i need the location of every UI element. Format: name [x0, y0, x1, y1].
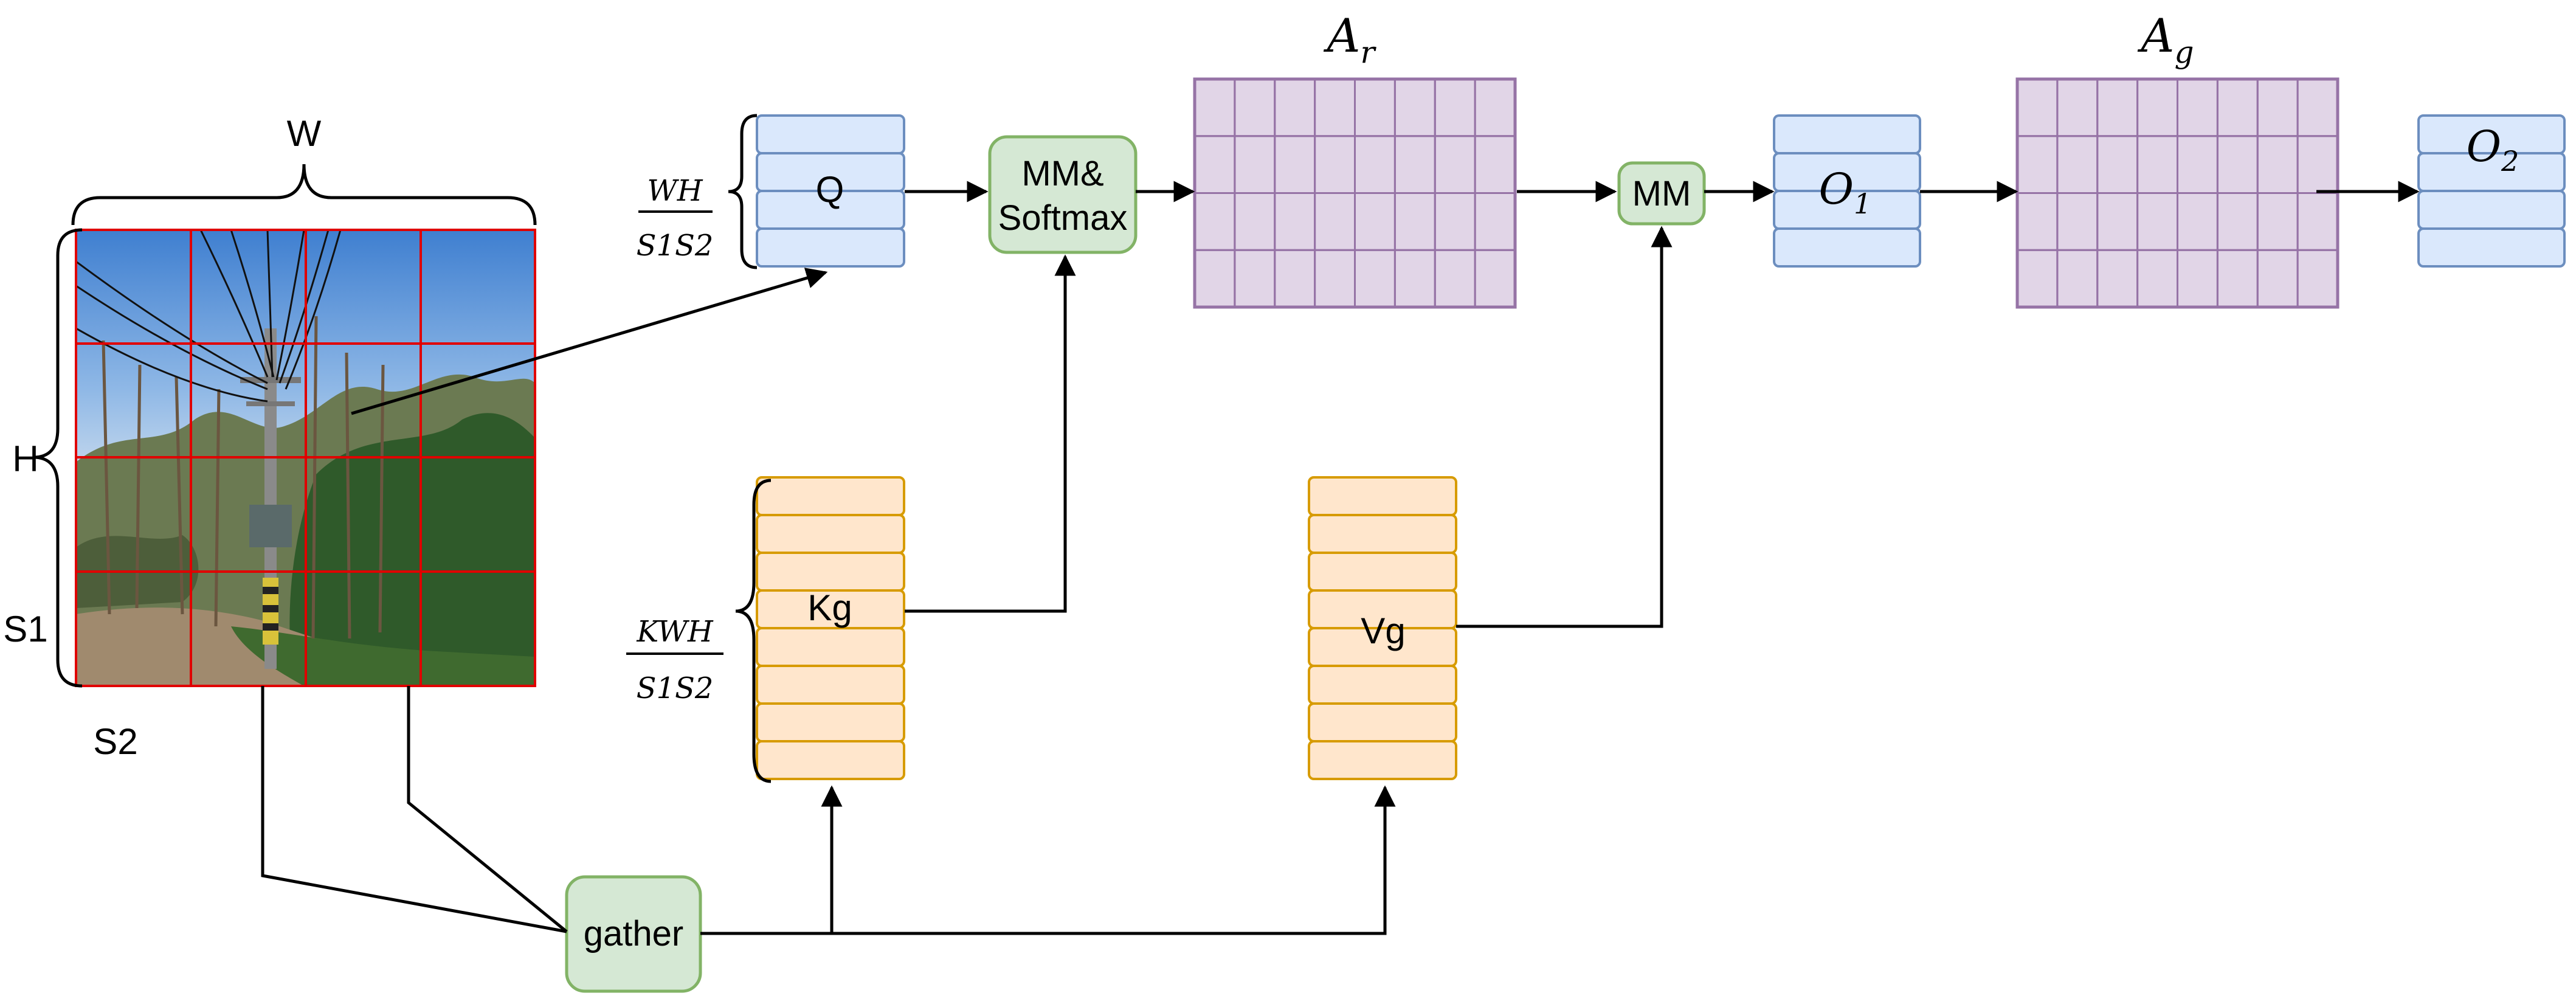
output2-subscript: 2 [2501, 145, 2519, 178]
output1-matrix-row [1773, 114, 1921, 154]
output1-label: O1 [1819, 164, 1872, 220]
output1-matrix-row [1773, 227, 1921, 268]
mm-label: MM [1632, 174, 1691, 213]
query-size-denominator: S1S2 [637, 229, 714, 263]
attention-r-matrix [1193, 77, 1517, 309]
key-matrix-row [756, 476, 905, 516]
attention-r-title: Ar [1324, 9, 1377, 70]
value-matrix [1308, 476, 1457, 780]
gather-label: gather [584, 914, 683, 953]
attention-g-symbol: A [2138, 9, 2175, 63]
line-image-to-gather-left [261, 686, 567, 933]
arrow-kg-to-mm-softmax [905, 254, 1076, 613]
key-matrix [756, 476, 905, 780]
key-brace [735, 479, 772, 783]
key-matrix-row [756, 627, 905, 667]
value-matrix-row [1308, 702, 1457, 742]
query-brace [728, 114, 758, 269]
output2-matrix-row [2417, 190, 2566, 230]
s2-label: S2 [93, 721, 137, 762]
output2-label: O2 [2467, 122, 2519, 178]
attention-g-title: Ag [2138, 9, 2194, 70]
s1-label: S1 [3, 609, 47, 649]
output1-subscript: 1 [1854, 187, 1871, 220]
value-matrix-row [1308, 665, 1457, 705]
output2-symbol: O [2467, 122, 2501, 171]
photo-tree-trunks [102, 316, 385, 639]
arrow-vg-to-mm [1456, 226, 1673, 628]
width-brace [71, 164, 537, 226]
mm-op [1617, 161, 1706, 226]
mm-softmax-label-line2: Softmax [998, 198, 1128, 238]
output2-matrix-row [2417, 227, 2566, 268]
width-label: W [287, 113, 322, 154]
key-size-numerator: KWH [636, 615, 713, 649]
attention-g-matrix-cell [2296, 249, 2339, 308]
line-image-to-gather-right [407, 686, 568, 933]
value-matrix-row [1308, 476, 1457, 516]
key-matrix-row [756, 740, 905, 780]
query-matrix-row [756, 114, 905, 154]
height-label: H [12, 438, 38, 479]
mm-softmax-label-line1: MM& [1021, 154, 1103, 193]
attention-r-subscript: r [1360, 35, 1376, 70]
query-label: Q [816, 169, 844, 210]
output1-symbol: O [1819, 164, 1854, 214]
value-matrix-row [1308, 514, 1457, 554]
photo-power-pole [240, 328, 301, 669]
connectors [261, 181, 2420, 935]
key-matrix-row [756, 665, 905, 705]
attention-g-subscript: g [2174, 35, 2194, 70]
attention-g-matrix [2015, 77, 2339, 309]
key-label: Kg [807, 587, 852, 628]
output2-matrix [2417, 114, 2566, 268]
image-grid [75, 229, 536, 687]
key-matrix-row [756, 552, 905, 592]
arrow-image-to-q [351, 268, 828, 415]
key-matrix-row [756, 702, 905, 742]
attention-r-symbol: A [1324, 9, 1361, 63]
value-matrix-row [1308, 740, 1457, 780]
photo-foliage [289, 413, 535, 669]
input-image [75, 229, 536, 687]
query-matrix-row [756, 227, 905, 268]
attention-r-matrix-cell [1474, 249, 1516, 308]
value-matrix-row [1308, 552, 1457, 592]
line-gather-to-vg [700, 785, 1396, 935]
key-size-denominator: S1S2 [637, 671, 714, 705]
height-brace [33, 228, 83, 688]
mm-softmax-op [988, 135, 1138, 254]
key-matrix-row [756, 514, 905, 554]
query-size-numerator: WH [647, 174, 703, 208]
query-matrix [756, 114, 905, 268]
output1-matrix [1773, 114, 1921, 268]
value-label: Vg [1361, 611, 1405, 651]
photo-power-lines [75, 229, 342, 403]
